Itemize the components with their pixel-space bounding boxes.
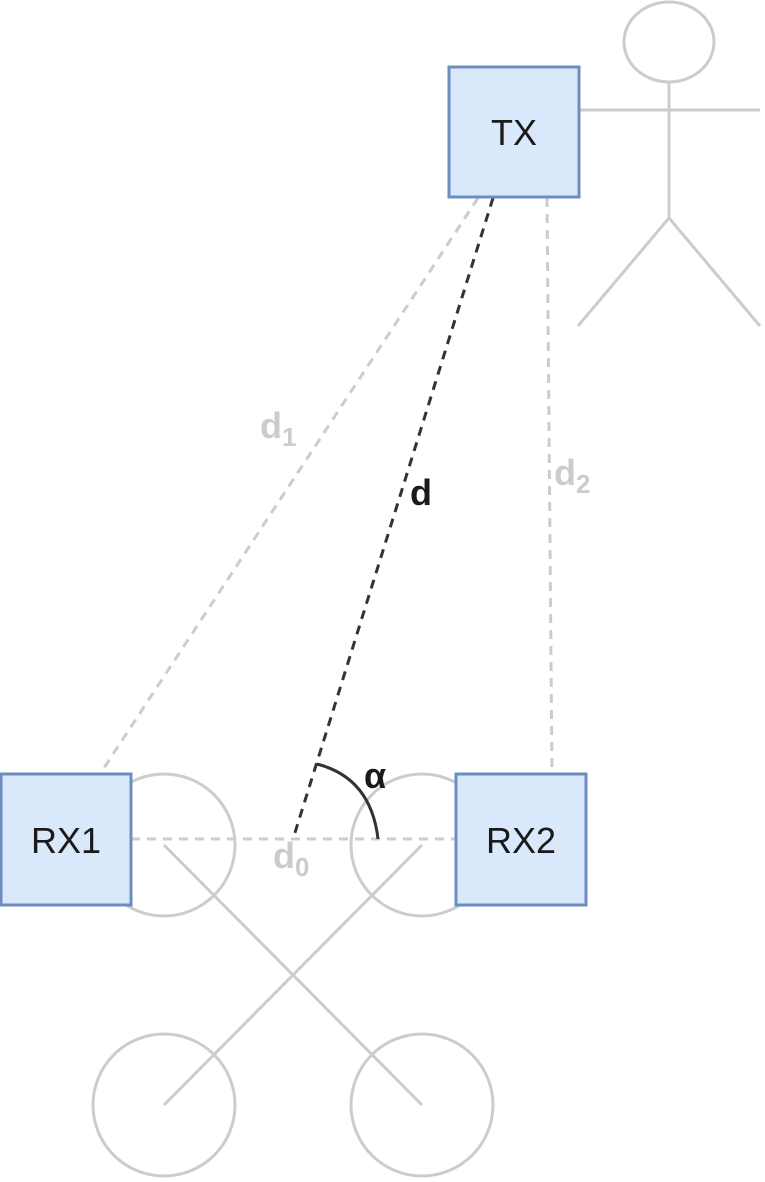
d2-label: d2 (554, 452, 590, 499)
d1-subscript: 1 (282, 422, 296, 452)
rx1-node[interactable]: RX1 (0, 772, 133, 907)
alpha-label: α (364, 755, 386, 796)
d-label: d (410, 472, 432, 513)
d1-base: d (260, 405, 282, 446)
d-line (291, 197, 495, 840)
d2-subscript: 2 (576, 469, 590, 499)
rx2-label: RX2 (486, 820, 556, 861)
d0-subscript: 0 (295, 852, 309, 882)
rx2-node[interactable]: RX2 (454, 772, 588, 907)
rx1-label: RX1 (31, 820, 101, 861)
distance-lines (98, 197, 554, 841)
d2-base: d (554, 452, 576, 493)
tx-label: TX (491, 112, 537, 153)
d0-label: d0 (273, 835, 309, 882)
d2-line (545, 197, 554, 775)
d1-label: d1 (260, 405, 296, 452)
alpha-arc (316, 762, 380, 840)
person-icon (576, 0, 762, 327)
d0-base: d (273, 835, 295, 876)
tx-node[interactable]: TX (447, 65, 581, 199)
d1-line (98, 197, 480, 775)
